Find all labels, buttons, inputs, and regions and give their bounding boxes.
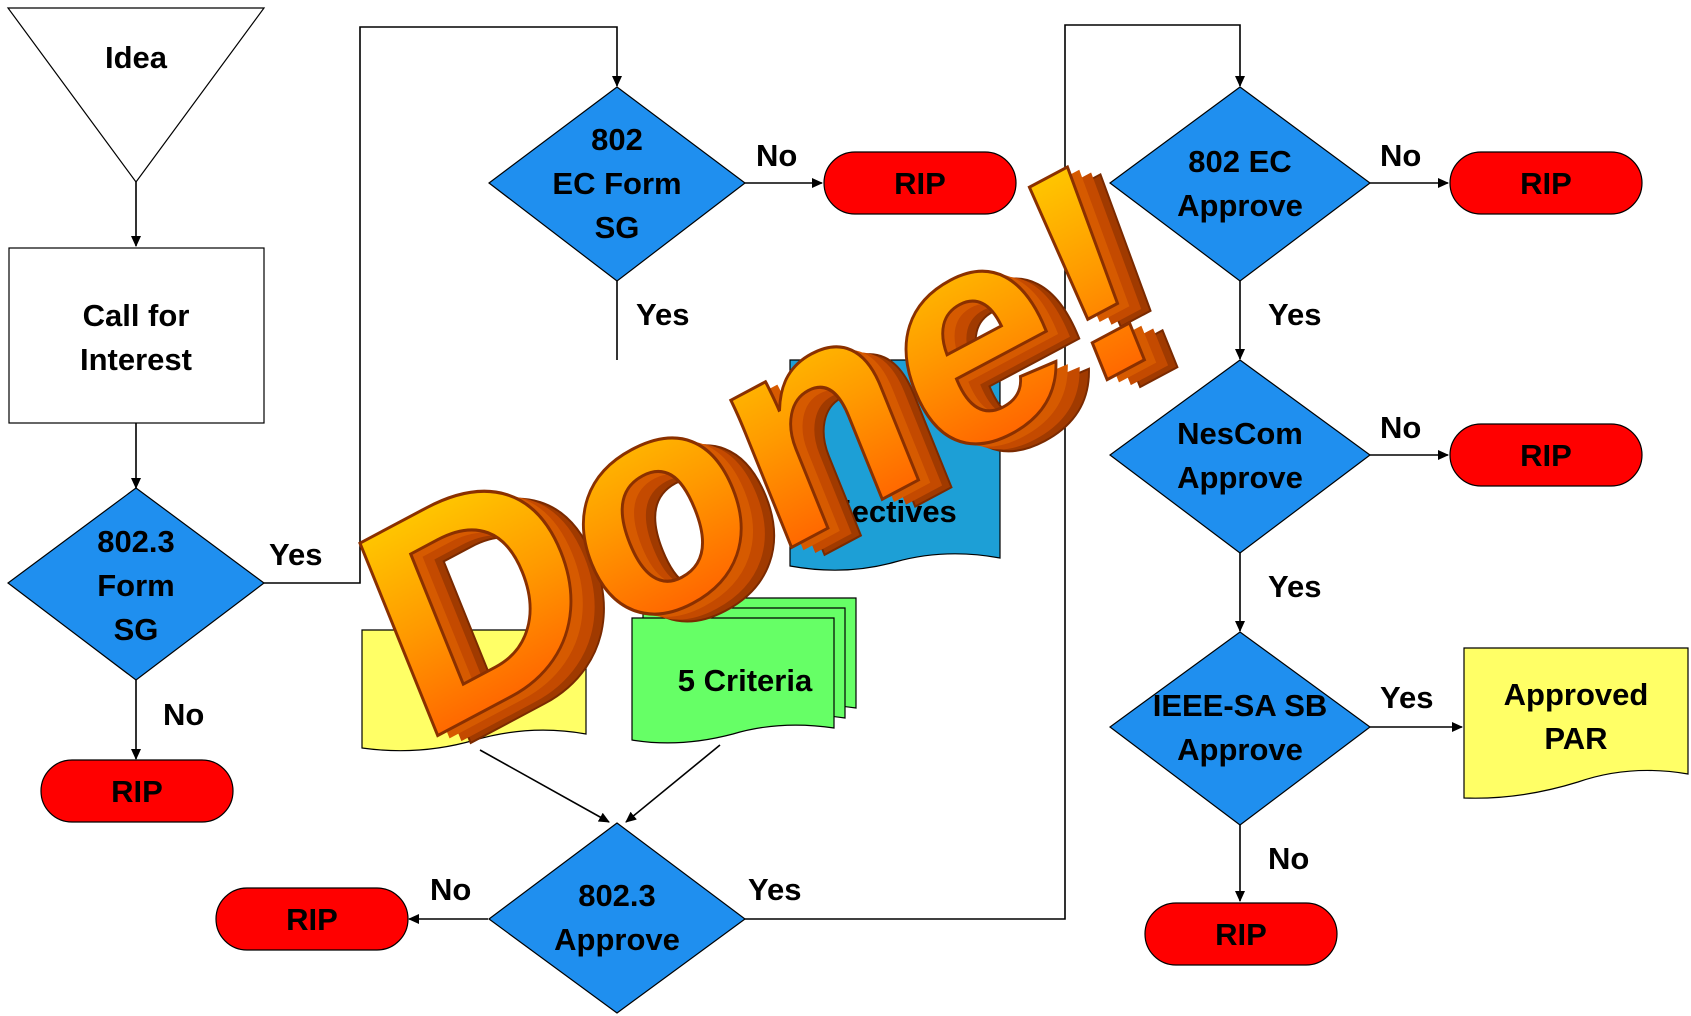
ieee-line2: Approve <box>1177 732 1303 767</box>
nescom-approve-decision: NesCom Approve <box>1108 359 1372 554</box>
five-criteria-document: 5 Criteria <box>631 597 857 744</box>
approve-8023-decision: 802.3 Approve <box>487 822 747 1014</box>
label-no-ieee: No <box>1268 841 1309 876</box>
approve-8023-line2: Approve <box>554 922 680 957</box>
nescom-line1: NesCom <box>1177 416 1303 451</box>
rip-label: RIP <box>286 902 338 937</box>
objectives-label: Objectives <box>800 494 957 529</box>
ec-form-line1: 802 <box>591 122 643 157</box>
label-yes-ec-approve: Yes <box>1268 297 1321 332</box>
ec-form-sg-decision: 802 EC Form SG <box>488 86 746 282</box>
label-no-nescom: No <box>1380 410 1421 445</box>
approved-par-line1: Approved <box>1504 677 1649 712</box>
ec-approve-line1: 802 EC <box>1188 144 1291 179</box>
label-no-approve-8023: No <box>430 872 471 907</box>
label-yes-form-sg: Yes <box>269 537 322 572</box>
ieee-sa-sb-approve-decision: IEEE-SA SB Approve <box>1108 631 1372 826</box>
label-no-ec-approve: No <box>1380 138 1421 173</box>
form-sg-line1: 802.3 <box>97 524 175 559</box>
rip-terminal-ieee: RIP <box>1144 902 1338 966</box>
approve-8023-line1: 802.3 <box>578 878 656 913</box>
five-criteria-label: 5 Criteria <box>678 663 813 698</box>
ec-form-line2: EC Form <box>552 166 681 201</box>
rip-label: RIP <box>894 166 946 201</box>
label-yes-ieee: Yes <box>1380 680 1433 715</box>
objectives-document: Objectives <box>789 359 1001 571</box>
rip-terminal-approve-8023: RIP <box>215 887 409 951</box>
label-yes-approve-8023: Yes <box>748 872 801 907</box>
label-yes-ec-form: Yes <box>636 297 689 332</box>
nescom-line2: Approve <box>1177 460 1303 495</box>
par-draft-document <box>361 629 587 752</box>
idea-node: Idea <box>6 7 266 184</box>
edge-labels: Yes No No Yes No Yes No Yes No Yes Yes N… <box>163 138 1433 907</box>
ec-approve-line2: Approve <box>1177 188 1303 223</box>
label-yes-nescom: Yes <box>1268 569 1321 604</box>
form-sg-line2: Form <box>97 568 175 603</box>
form-sg-decision: 802.3 Form SG <box>6 487 266 681</box>
approved-par-document: Approved PAR <box>1463 647 1689 799</box>
cfi-label-line1: Call for <box>83 298 190 333</box>
call-for-interest-node: Call for Interest <box>8 247 265 424</box>
approved-par-line2: PAR <box>1544 721 1607 756</box>
rip-label: RIP <box>1520 166 1572 201</box>
rip-terminal-form-sg: RIP <box>40 759 234 823</box>
label-no-ec-form: No <box>756 138 797 173</box>
ec-approve-decision: 802 EC Approve <box>1108 86 1372 282</box>
cfi-label-line2: Interest <box>80 342 192 377</box>
rip-label: RIP <box>1215 917 1267 952</box>
rip-label: RIP <box>111 774 163 809</box>
rip-label: RIP <box>1520 438 1572 473</box>
rip-terminal-nescom: RIP <box>1449 423 1643 487</box>
form-sg-line3: SG <box>114 612 159 647</box>
rip-terminal-ec-form: RIP <box>823 151 1017 215</box>
label-no-form-sg: No <box>163 697 204 732</box>
ec-form-line3: SG <box>595 210 640 245</box>
rip-terminal-ec-approve: RIP <box>1449 151 1643 215</box>
ieee-line1: IEEE-SA SB <box>1153 688 1328 723</box>
edges <box>131 24 1463 924</box>
idea-label: Idea <box>105 40 168 75</box>
